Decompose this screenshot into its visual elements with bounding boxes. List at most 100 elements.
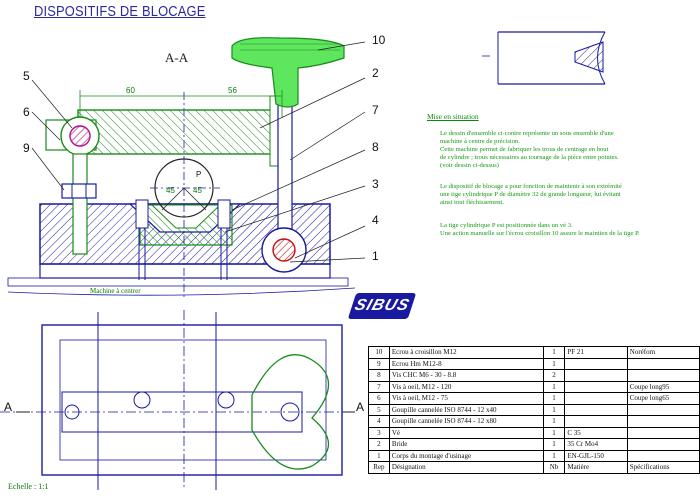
table-cell [564, 357, 628, 370]
table-cell: Vé [388, 426, 544, 439]
table-cell: 6 [368, 392, 390, 405]
angle-left: 45 [166, 186, 175, 195]
table-cell: PF 21 [564, 346, 628, 359]
table-header-cell: Désignation [388, 461, 544, 474]
table-cell: Corps du montage d'usinage [388, 449, 544, 462]
dimension-56: 56 [228, 86, 237, 95]
table-cell: 1 [368, 449, 390, 462]
table-cell: Vis CHC M6 - 30 - 8.8 [388, 369, 544, 382]
table-cell [564, 392, 628, 405]
dimension-lines [79, 90, 283, 118]
screw-8 [135, 199, 231, 280]
callout-2: 2 [372, 66, 379, 80]
table-cell: 7 [368, 380, 390, 393]
table-cell: EN-GJL-150 [564, 449, 628, 462]
machine-label: Machine à centrer [90, 287, 141, 295]
table-cell [626, 426, 700, 439]
table-cell: 1 [542, 357, 566, 370]
callout-leaders [31, 41, 366, 263]
angle-right: 45 [193, 186, 202, 195]
table-cell: 4 [368, 415, 390, 428]
table-header-cell: Nb [542, 461, 566, 474]
nut-9 [61, 183, 97, 199]
table-header-cell: Rep [368, 461, 390, 474]
table-cell: 8 [368, 369, 390, 382]
table-cell: Coupe long65 [626, 392, 700, 405]
logo: SIBUS [347, 293, 417, 319]
table-cell [626, 449, 700, 462]
table-cell: Goupille cannelée ISO 8744 - 12 x40 [388, 403, 544, 416]
table-cell: C 35 [564, 426, 628, 439]
table-cell: Vis à oeil, M12 - 75 [388, 392, 544, 405]
dimension-60: 60 [126, 86, 135, 95]
situation-title: Mise en situation [427, 112, 479, 121]
table-cell: 9 [368, 357, 390, 370]
table-header-cell: Spécifications [626, 461, 700, 474]
table-cell: 10 [368, 346, 390, 359]
table-cell [626, 403, 700, 416]
machine-base [7, 277, 349, 287]
table-cell: Vis à oeil, M12 - 120 [388, 380, 544, 393]
table-cell: 1 [542, 380, 566, 393]
clamp-2 [77, 95, 283, 167]
callout-10: 10 [372, 33, 386, 47]
table-cell: 1 [542, 426, 566, 439]
table-header-cell: Matière [564, 461, 628, 474]
situation-paragraph-2: Le dispositif de blocage a pour fonction… [440, 183, 622, 206]
section-label: A-A [165, 50, 189, 65]
table-cell [564, 403, 628, 416]
callout-6: 6 [23, 105, 30, 119]
table-cell: 35 Cr Mo4 [564, 438, 628, 451]
callout-9: 9 [23, 141, 30, 155]
table-cell: 1 [542, 415, 566, 428]
table-cell [564, 380, 628, 393]
table-cell: Bride [388, 438, 544, 451]
section-mark-right: A [356, 400, 365, 414]
table-cell: 5 [368, 403, 390, 416]
scale-label: Echelle : 1:1 [8, 482, 49, 491]
callout-7: 7 [372, 103, 379, 117]
table-cell: 1 [542, 346, 566, 359]
table-cell [626, 357, 700, 370]
table-cell: 1 [542, 449, 566, 462]
callout-4: 4 [372, 213, 379, 227]
table-cell [564, 415, 628, 428]
callout-1: 1 [372, 249, 379, 263]
top-view [0, 310, 355, 490]
table-cell: Goupille cannelée ISO 8744 - 12 x80 [388, 415, 544, 428]
table-cell: Coupe long95 [626, 380, 700, 393]
eye-bolt-7 [261, 59, 307, 273]
table-cell: 2 [368, 438, 390, 451]
table-cell: Ecrou à croisillon M12 [388, 346, 544, 359]
table-cell: 2 [542, 369, 566, 382]
table-cell: 3 [368, 426, 390, 439]
table-cell [626, 369, 700, 382]
section-mark-left: A [4, 400, 13, 414]
table-cell: 1 [542, 392, 566, 405]
table-cell: 1 [542, 403, 566, 416]
table-cell [564, 369, 628, 382]
table-cell [626, 415, 700, 428]
situation-paragraph-3: La tige cylindrique P est positionnée da… [440, 222, 640, 237]
table-cell: Ecrou Hm M12-8 [388, 357, 544, 370]
cylinder-label-p: P [196, 170, 202, 179]
drawing-title: DISPOSITIFS DE BLOCAGE [34, 3, 206, 20]
callout-5: 5 [23, 69, 30, 83]
detail-view [482, 31, 606, 85]
star-knob-10 [231, 37, 345, 108]
table-cell: Noréfom [626, 346, 700, 359]
callout-8: 8 [372, 140, 379, 154]
